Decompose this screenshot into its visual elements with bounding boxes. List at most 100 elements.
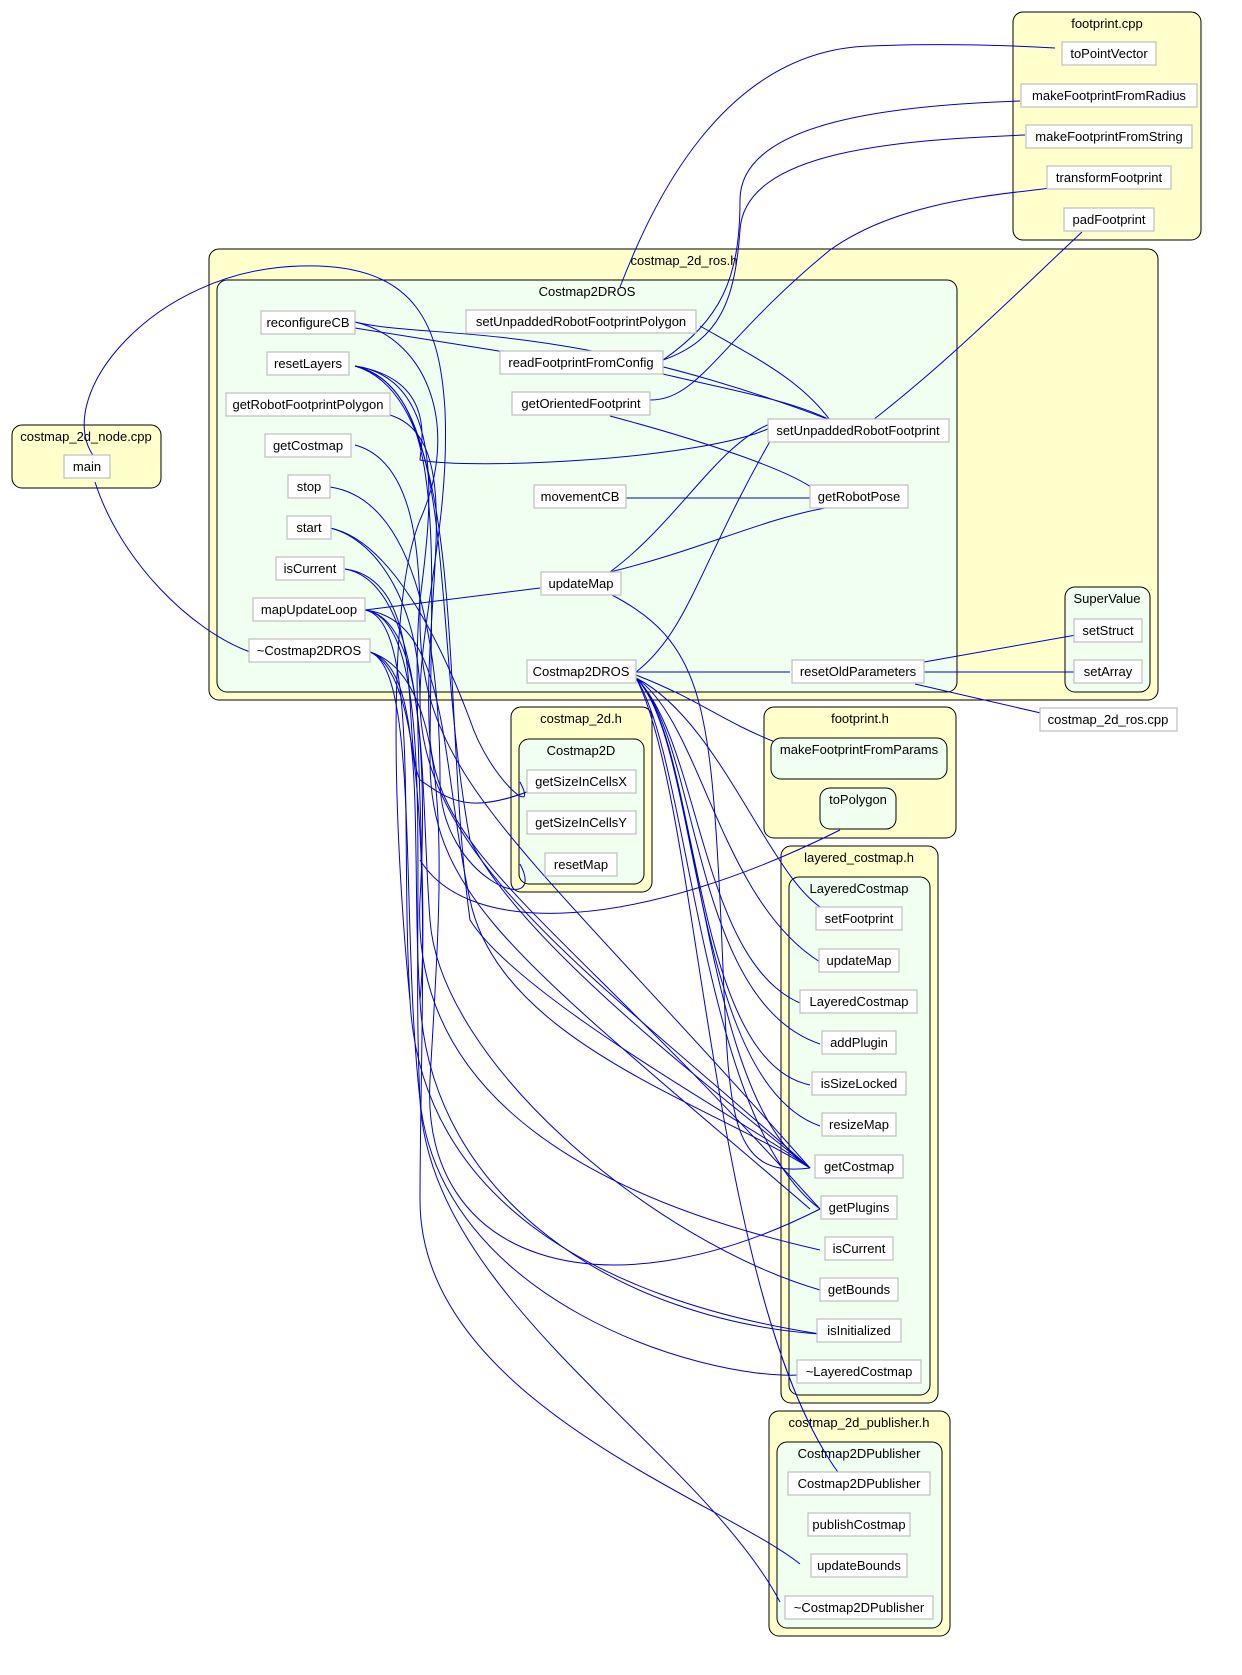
node-getSizeInCellsX[interactable]: getSizeInCellsX [526, 769, 637, 794]
node-start[interactable]: start [286, 515, 332, 540]
node-label: mapUpdateLoop [261, 602, 357, 617]
node-setFootprint[interactable]: setFootprint [815, 906, 903, 931]
cluster-label-costmap-2d-h: costmap_2d.h [540, 711, 622, 726]
node-getRobotPose[interactable]: getRobotPose [809, 484, 909, 509]
node-label: resetMap [554, 857, 608, 872]
edge [364, 587, 541, 611]
edge [354, 365, 811, 1210]
node-stop[interactable]: stop [287, 474, 331, 499]
node-label: LayeredCostmap [810, 994, 909, 1009]
node-label: setArray [1084, 664, 1133, 679]
node-label: getPlugins [829, 1200, 890, 1215]
node-getBounds[interactable]: getBounds [819, 1277, 899, 1302]
cluster-label-costmap2d: Costmap2D [547, 743, 616, 758]
edge [635, 423, 781, 673]
node-updateBounds[interactable]: updateBounds [810, 1553, 908, 1578]
node-getRobotFootprintPolygon[interactable]: getRobotFootprintPolygon [225, 392, 391, 417]
edge [609, 415, 816, 491]
node-toPolygon[interactable]: toPolygon [819, 787, 897, 830]
node-label: getCostmap [273, 438, 343, 453]
node-makeFootprintFromRadius[interactable]: makeFootprintFromRadius [1020, 83, 1198, 108]
node-label: ~LayeredCostmap [806, 1364, 913, 1379]
edge [369, 651, 801, 1376]
node-isInitialized[interactable]: isInitialized [816, 1318, 902, 1343]
node-addPlugin[interactable]: addPlugin [821, 1030, 897, 1055]
node-toPointVector[interactable]: toPointVector [1061, 41, 1157, 66]
node-costmap-2d-ros-cpp[interactable]: costmap_2d_ros.cpp [1039, 707, 1178, 732]
node-resizeMap[interactable]: resizeMap [821, 1112, 897, 1137]
node-resetOldParameters[interactable]: resetOldParameters [791, 659, 925, 684]
cluster-label-costmap-2d-publisher-h: costmap_2d_publisher.h [789, 1415, 930, 1430]
node-label: ~Costmap2DPublisher [794, 1600, 925, 1615]
node-label: isCurrent [284, 561, 337, 576]
node-label: stop [297, 479, 322, 494]
node-label: getRobotPose [818, 489, 900, 504]
edge [635, 677, 821, 963]
edge [354, 444, 811, 1169]
node-costmap2dpublisher-destructor[interactable]: ~Costmap2DPublisher [784, 1595, 934, 1620]
node-reconfigureCB[interactable]: reconfigureCB [260, 310, 356, 335]
edge [872, 231, 1083, 421]
node-isCurrent[interactable]: isCurrent [275, 556, 345, 581]
node-label: setUnpaddedRobotFootprint [776, 423, 940, 438]
node-label: setStruct [1082, 623, 1134, 638]
node-getCostmap[interactable]: getCostmap [264, 433, 352, 458]
edge [354, 365, 430, 1001]
node-layeredcostmap-constructor[interactable]: LayeredCostmap [799, 989, 918, 1014]
node-label: setUnpaddedRobotFootprintPolygon [476, 314, 686, 329]
node-padFootprint[interactable]: padFootprint [1063, 207, 1155, 232]
node-resetMap[interactable]: resetMap [544, 852, 618, 877]
edge [354, 321, 831, 421]
node-getSizeInCellsY[interactable]: getSizeInCellsY [526, 810, 637, 835]
node-costmap2dros-constructor[interactable]: Costmap2DROS [526, 659, 637, 684]
node-label: padFootprint [1073, 212, 1146, 227]
node-publishCostmap[interactable]: publishCostmap [807, 1512, 911, 1537]
node-main[interactable]: main [63, 454, 111, 479]
node-resetLayers[interactable]: resetLayers [266, 351, 350, 376]
node-updateMap[interactable]: updateMap [540, 571, 622, 596]
edge [662, 134, 1026, 361]
node-costmap2dros-destructor[interactable]: ~Costmap2DROS [248, 638, 371, 663]
node-label: resetOldParameters [800, 664, 917, 679]
cluster-label-layeredcostmap: LayeredCostmap [810, 881, 909, 896]
node-label: getOrientedFootprint [521, 396, 641, 411]
node-label: isInitialized [827, 1323, 891, 1338]
node-setUnpaddedRobotFootprint[interactable]: setUnpaddedRobotFootprint [767, 418, 950, 443]
node-getOrientedFootprint[interactable]: getOrientedFootprint [511, 391, 651, 416]
node-makeFootprintFromParams[interactable]: makeFootprintFromParams [770, 737, 948, 780]
edge [619, 44, 1056, 288]
node-mapUpdateLoop[interactable]: mapUpdateLoop [252, 597, 366, 622]
node-label: publishCostmap [812, 1517, 905, 1532]
node-getPlugins[interactable]: getPlugins [820, 1195, 898, 1220]
edge [354, 365, 771, 465]
edge [609, 507, 826, 573]
node-lc-updateMap[interactable]: updateMap [818, 948, 900, 973]
node-label: toPointVector [1070, 46, 1148, 61]
edge [923, 634, 1077, 663]
node-costmap2dpublisher-constructor[interactable]: Costmap2DPublisher [787, 1471, 931, 1496]
node-transformFootprint[interactable]: transformFootprint [1046, 165, 1172, 190]
node-setArray[interactable]: setArray [1073, 659, 1143, 684]
cluster-label-supervalue: SuperValue [1074, 591, 1141, 606]
edge [419, 829, 841, 914]
node-setStruct[interactable]: setStruct [1073, 618, 1143, 643]
node-makeFootprintFromString[interactable]: makeFootprintFromString [1025, 124, 1193, 149]
node-setUnpaddedRobotFootprintPolygon[interactable]: setUnpaddedRobotFootprintPolygon [465, 309, 697, 334]
node-lc-getCostmap[interactable]: getCostmap [814, 1154, 904, 1179]
edge [609, 421, 776, 573]
node-layeredcostmap-destructor[interactable]: ~LayeredCostmap [796, 1359, 922, 1384]
node-label: ~Costmap2DROS [257, 643, 362, 658]
node-label: updateBounds [817, 1558, 901, 1573]
node-lc-isCurrent[interactable]: isCurrent [824, 1236, 894, 1261]
edge [389, 414, 821, 1210]
edge [649, 187, 1051, 401]
edges [83, 44, 1083, 1603]
node-label: main [73, 459, 101, 474]
edge [635, 677, 801, 1004]
node-label: readFootprintFromConfig [508, 355, 653, 370]
node-isSizeLocked[interactable]: isSizeLocked [811, 1071, 907, 1096]
node-movementCB[interactable]: movementCB [533, 484, 627, 509]
node-readFootprintFromConfig[interactable]: readFootprintFromConfig [499, 350, 664, 375]
cluster-label-footprint-h: footprint.h [831, 711, 889, 726]
